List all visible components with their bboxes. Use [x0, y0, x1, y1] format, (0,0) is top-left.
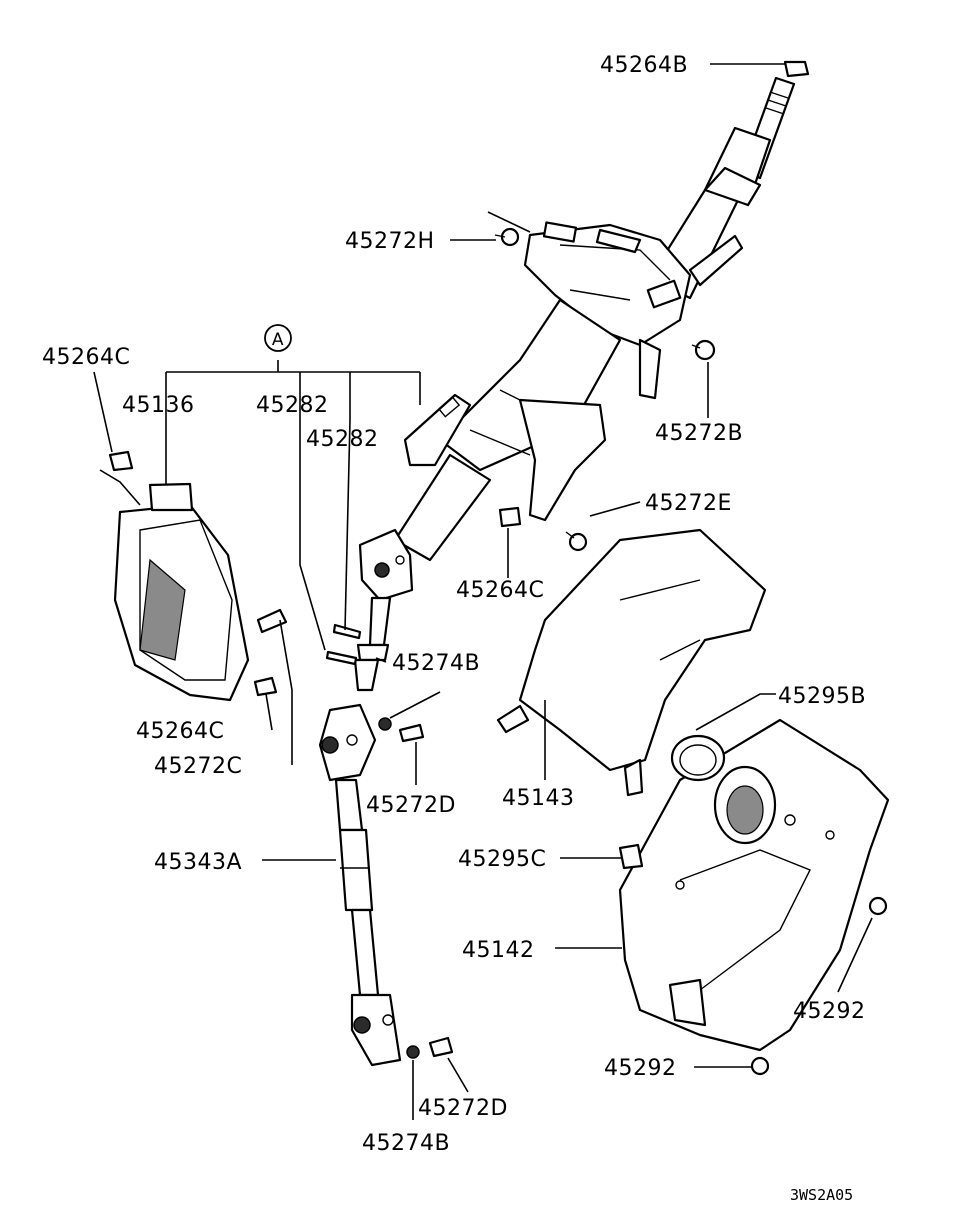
label-45292-bottom: 45292 [604, 1056, 677, 1081]
leader-lines [93, 63, 873, 1120]
label-45282-b: 45282 [306, 427, 379, 452]
column-cover-45136 [113, 482, 250, 702]
column-cover-45143 [496, 528, 767, 797]
label-45295B: 45295B [778, 684, 866, 709]
callout-a-letter: A [272, 330, 284, 350]
label-45272D-top: 45272D [366, 793, 456, 818]
label-45264C-mid: 45264C [456, 578, 544, 603]
label-45343A: 45343A [154, 850, 242, 875]
label-45272H: 45272H [345, 229, 435, 254]
steering-column-assembly [353, 76, 796, 692]
part-labels: 45264B 45272H 45264C 45136 45282 45282 4… [42, 53, 866, 1156]
label-45136: 45136 [122, 393, 195, 418]
label-45274B-top: 45274B [392, 651, 480, 676]
label-45295C: 45295C [458, 847, 546, 872]
label-45264B: 45264B [600, 53, 688, 78]
label-45272C: 45272C [154, 754, 242, 779]
small-hardware [108, 60, 888, 1076]
label-45264C-low: 45264C [136, 719, 224, 744]
intermediate-shaft-45343A [318, 703, 402, 1067]
label-45143: 45143 [502, 786, 575, 811]
label-45274B-bottom: 45274B [362, 1131, 450, 1156]
label-45272D-bottom: 45272D [418, 1096, 508, 1121]
column-cover-45142 [618, 718, 890, 1052]
label-45282-a: 45282 [256, 393, 329, 418]
callout-a: A [264, 324, 292, 352]
diagram-code: 3WS2A05 [790, 1186, 853, 1204]
label-45142: 45142 [462, 938, 535, 963]
label-45264C-top: 45264C [42, 345, 130, 370]
label-45272B: 45272B [655, 421, 743, 446]
label-45272E: 45272E [645, 491, 732, 516]
label-45292-right: 45292 [793, 999, 866, 1024]
